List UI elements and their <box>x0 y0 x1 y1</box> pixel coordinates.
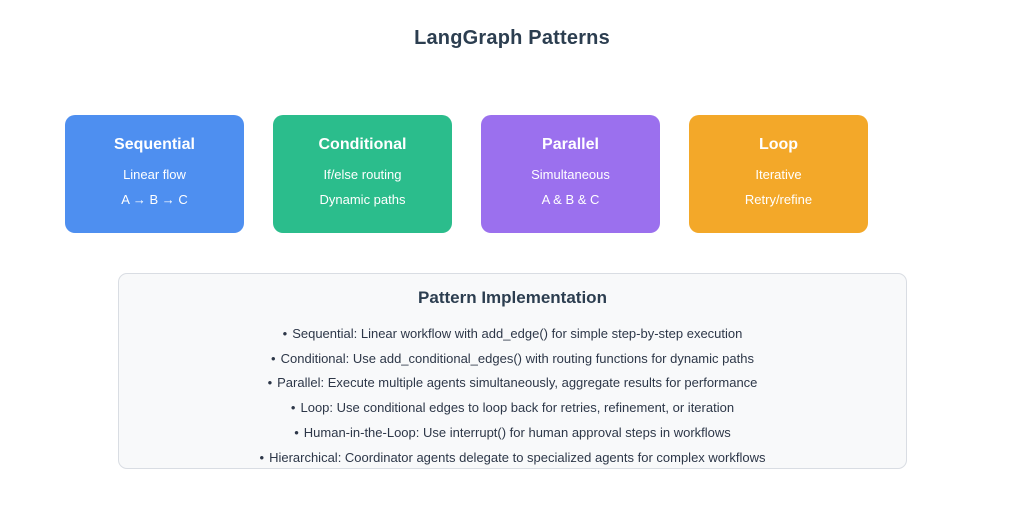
bullet-icon: • <box>267 375 273 391</box>
card-subtitle: Linear flow <box>123 167 186 182</box>
implementation-item-text: Loop: Use conditional edges to loop back… <box>300 400 735 416</box>
implementation-item: •Human-in-the-Loop: Use interrupt() for … <box>119 421 906 446</box>
bullet-icon: • <box>294 424 299 440</box>
card-title: Parallel <box>542 136 599 153</box>
card-title: Sequential <box>114 136 195 153</box>
card-title: Loop <box>758 136 799 153</box>
bullet-icon: • <box>271 350 276 366</box>
implementation-item: •Hierarchical: Coordinator agents delega… <box>119 446 906 471</box>
page-title: LangGraph Patterns <box>414 27 610 49</box>
implementation-item: • Sequential: Linear workflow with add_ed… <box>119 322 906 347</box>
implementation-item-text: Parallel: Execute multiple agents simult… <box>277 375 758 391</box>
bullet-icon: • <box>259 449 265 465</box>
card-detail: Dynamic paths <box>319 192 406 207</box>
pattern-cards-row: Sequential Linear flow A → B → C Conditi… <box>65 115 868 233</box>
pattern-card-conditional: Conditional If/else routing Dynamic path… <box>273 115 452 233</box>
implementation-item-text: Sequential: Linear workflow with add_edg… <box>292 326 743 341</box>
card-detail: A & B & C <box>541 192 600 207</box>
card-title: Conditional <box>318 136 407 153</box>
implementation-item: •Conditional: Use add_conditional_edges(… <box>119 347 906 372</box>
implementation-item-text: Conditional: Use add_conditional_edges()… <box>280 350 754 366</box>
card-subtitle: Simultaneous <box>531 167 610 182</box>
bullet-icon: • <box>282 326 288 341</box>
card-subtitle: If/else routing <box>323 167 402 182</box>
implementation-item-text: Hierarchical: Coordinator agents delegat… <box>269 449 766 465</box>
implementation-item: •Loop: Use conditional edges to loop bac… <box>119 396 906 421</box>
pattern-card-parallel: Parallel Simultaneous A & B & C <box>481 115 660 233</box>
card-subtitle: Iterative <box>755 167 802 182</box>
card-detail: A → B → C <box>121 192 188 207</box>
implementation-panel: Pattern Implementation • Sequential: Line… <box>118 273 907 469</box>
card-detail: Retry/refine <box>744 192 813 207</box>
implementation-list: • Sequential: Linear workflow with add_ed… <box>119 322 906 470</box>
pattern-card-loop: Loop Iterative Retry/refine <box>689 115 868 233</box>
implementation-item: •Parallel: Execute multiple agents simul… <box>119 371 906 396</box>
bullet-icon: • <box>290 400 296 416</box>
implementation-title: Pattern Implementation <box>418 288 607 307</box>
implementation-item-text: Human-in-the-Loop: Use interrupt() for h… <box>303 424 731 440</box>
pattern-card-sequential: Sequential Linear flow A → B → C <box>65 115 244 233</box>
